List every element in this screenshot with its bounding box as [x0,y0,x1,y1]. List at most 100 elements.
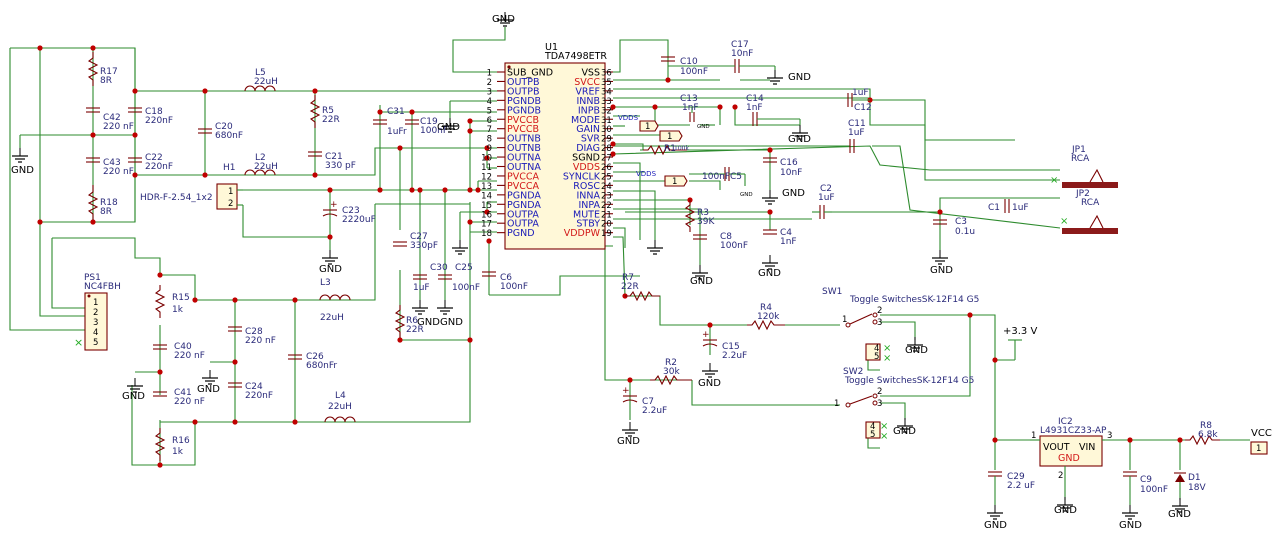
c29: C29 2.2 uF [988,471,1035,505]
svg-text:C20: C20 [215,122,233,132]
u1-pin-number: 14 [481,191,492,201]
svg-text:C17: C17 [731,40,749,50]
r6: R6 22R [394,305,424,338]
r15: R15 1k [154,285,190,318]
svg-text:22uH: 22uH [328,402,352,412]
sw2-switch: SW2 Toggle SwitchesSK-12F14 G5 123 45 ×× [834,367,974,442]
svg-text:C21: C21 [325,152,343,162]
r18: R18 8R [87,185,118,220]
svg-text:GND: GND [697,124,710,130]
svg-text:220 nF: 220 nF [174,351,205,361]
svg-text:C14: C14 [746,94,764,104]
svg-text:GND: GND [930,265,953,276]
svg-text:C16: C16 [780,158,798,168]
svg-text:VOUT: VOUT [1043,442,1070,453]
svg-text:L3: L3 [320,278,331,288]
net-labels: VDDS VDDS GND GND 1 1 1 [618,114,753,198]
c30: C30 1uF [413,263,448,293]
u1-pin-number: 18 [481,229,492,239]
svg-text:GND: GND [1054,505,1077,516]
svg-text:C6: C6 [500,273,512,283]
r7: R7 22R [621,273,660,302]
svg-text:1nF: 1nF [780,237,797,247]
svg-text:2.2uF: 2.2uF [722,351,747,361]
u1-pin-number: 11 [481,163,492,173]
svg-text:R4: R4 [760,303,772,313]
svg-text:R8: R8 [1200,421,1212,431]
svg-text:GND: GND [740,192,753,198]
svg-text:R3: R3 [697,208,709,218]
u1-pin-name: SYNCLK [563,171,601,182]
svg-text:2: 2 [877,387,882,397]
u1-pin-number: 6 [487,116,492,126]
u1-pin-name: PVCCB [507,115,539,126]
svg-text:4: 4 [870,422,875,432]
c26: C26 680nFr [288,352,337,371]
u1-pin-number: 34 [601,87,612,97]
u1-pin-name: VDDS [573,162,600,173]
c41: C41 220 nF [153,388,205,407]
svg-text:L4931CZ33-AP: L4931CZ33-AP [1040,426,1107,436]
c27: C27 330pF [393,232,438,251]
svg-text:1uF: 1uF [1012,203,1029,213]
v33-flag: +3.3 V [1003,326,1037,360]
svg-text:GND: GND [690,276,713,287]
svg-text:C29: C29 [1007,472,1025,482]
svg-text:5: 5 [93,338,98,348]
c23: + C23 2220uF [322,200,376,225]
svg-text:C43: C43 [103,158,121,168]
svg-text:3: 3 [93,318,98,328]
u1-pin-number: 36 [601,69,612,79]
svg-text:R1: R1 [664,144,676,154]
svg-text:1: 1 [228,187,233,197]
c11: C11 1uF [848,119,866,153]
u1-pin-number: 9 [487,144,492,154]
u1-pin-number: 5 [487,106,492,116]
svg-text:39K: 39K [697,217,715,227]
u1-pin-number: 31 [601,116,612,126]
u1-pin-name: PGNDB [507,96,541,107]
c1: C1 1uF [988,199,1029,213]
u1-pin-name: INPA [578,200,600,211]
svg-text:×: × [880,431,888,442]
svg-text:C5: C5 [730,172,742,182]
u1-pin-name: PGNDA [507,200,541,211]
svg-text:C22: C22 [145,153,163,163]
svg-text:10nF: 10nF [780,168,802,178]
u1-pin-name: MUTE [573,209,600,220]
svg-text:220nF: 220nF [245,391,273,401]
svg-text:L2: L2 [255,153,266,163]
c15: + C15 2.2uF [702,330,747,361]
l5: L5 22uH [244,68,278,92]
u1-pin-name: PVCCA [507,171,539,182]
u1-pin-number: 26 [601,163,612,173]
ps1-connector: 1 2 3 4 5 PS1 NC4FBH × [74,273,121,351]
svg-text:R7: R7 [622,273,634,283]
svg-text:30k: 30k [663,367,680,377]
svg-text:3: 3 [1107,431,1112,441]
svg-text:1uF: 1uF [818,193,835,203]
svg-text:GND: GND [122,391,145,402]
svg-text:1: 1 [842,315,847,325]
svg-text:C1: C1 [988,203,1000,213]
u1-pin-name: OUTNA [507,153,541,164]
svg-text:100nF: 100nF [702,172,730,182]
u1-pin-number: 21 [601,210,612,220]
c16: C16 10nF [763,157,802,178]
u1-pin-name: PGNDA [507,190,541,201]
svg-text:+: + [622,386,630,396]
svg-text:C7: C7 [642,397,654,407]
svg-text:SW1: SW1 [822,287,842,297]
c2: C2 1uF [812,184,835,219]
svg-text:H1: H1 [223,163,236,173]
d1: D1 18V [1174,472,1206,500]
r3: R3 39K [684,200,715,232]
u1-pin-number: 24 [601,182,612,192]
u1-pin-number: 17 [481,220,492,230]
r17: R17 8R [87,52,118,86]
u1-part: TDA7498ETR [544,51,607,62]
svg-text:C30: C30 [430,263,448,273]
svg-text:220 nF: 220 nF [103,122,134,132]
svg-text:100k: 100k [674,145,689,152]
r16: R16 1k [154,428,190,461]
